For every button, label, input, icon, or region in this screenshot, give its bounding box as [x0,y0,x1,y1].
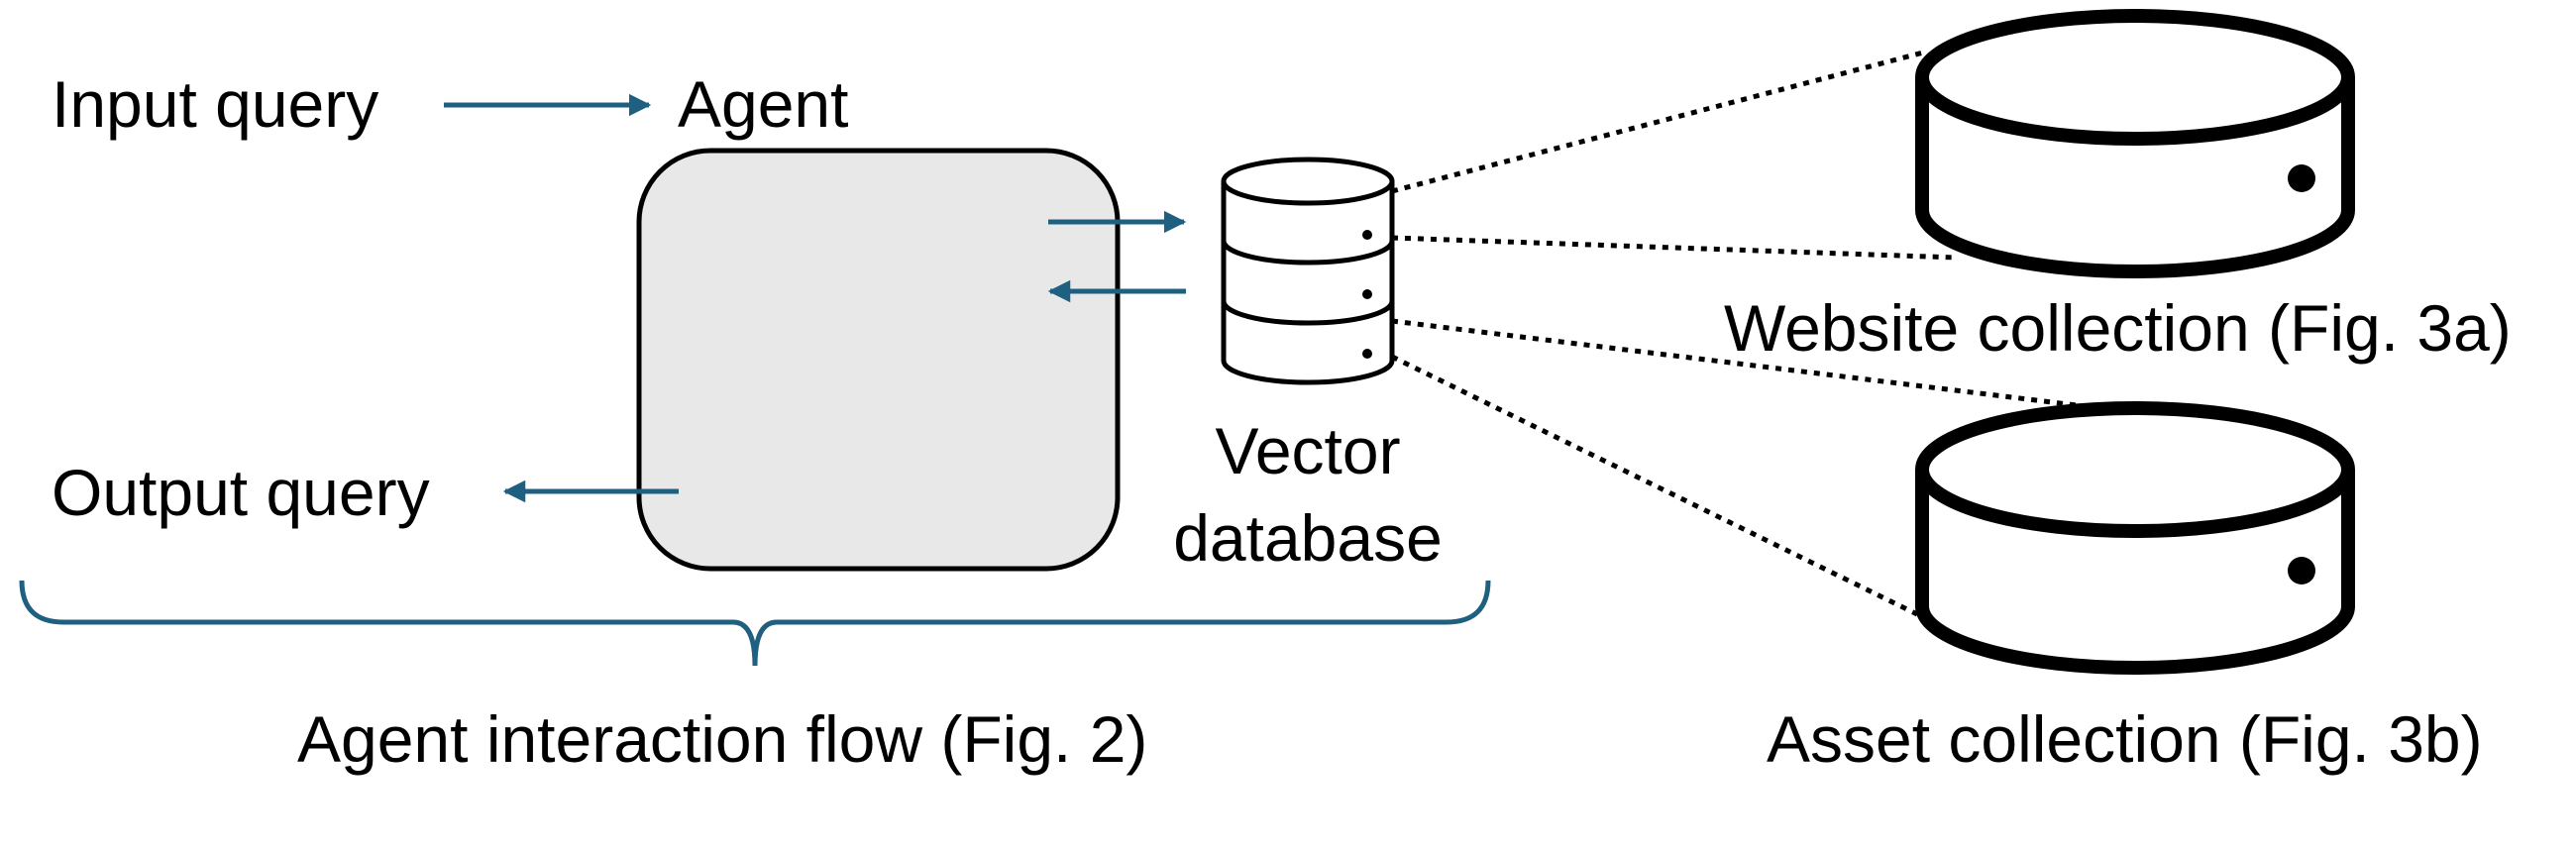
website-collection-label: Website collection (Fig. 3a) [1724,291,2512,365]
input-query-label: Input query [52,67,379,141]
agent-label: Agent [678,67,849,141]
vector-database-label-line1: Vector [1215,414,1401,487]
agent-interaction-flow-label: Agent interaction flow (Fig. 2) [297,702,1148,776]
agent-flow-brace [19,580,1491,667]
vector-database-icon [1221,157,1395,385]
dotted-connectors [1390,49,2101,617]
website-collection-cylinder-icon [1915,9,2355,278]
vector-database-label-line2: database [1173,501,1443,575]
asset-collection-label: Asset collection (Fig. 3b) [1767,702,2483,776]
asset-collection-cylinder-icon [1915,401,2355,675]
agent-box [636,148,1121,572]
output-query-label: Output query [52,456,430,529]
